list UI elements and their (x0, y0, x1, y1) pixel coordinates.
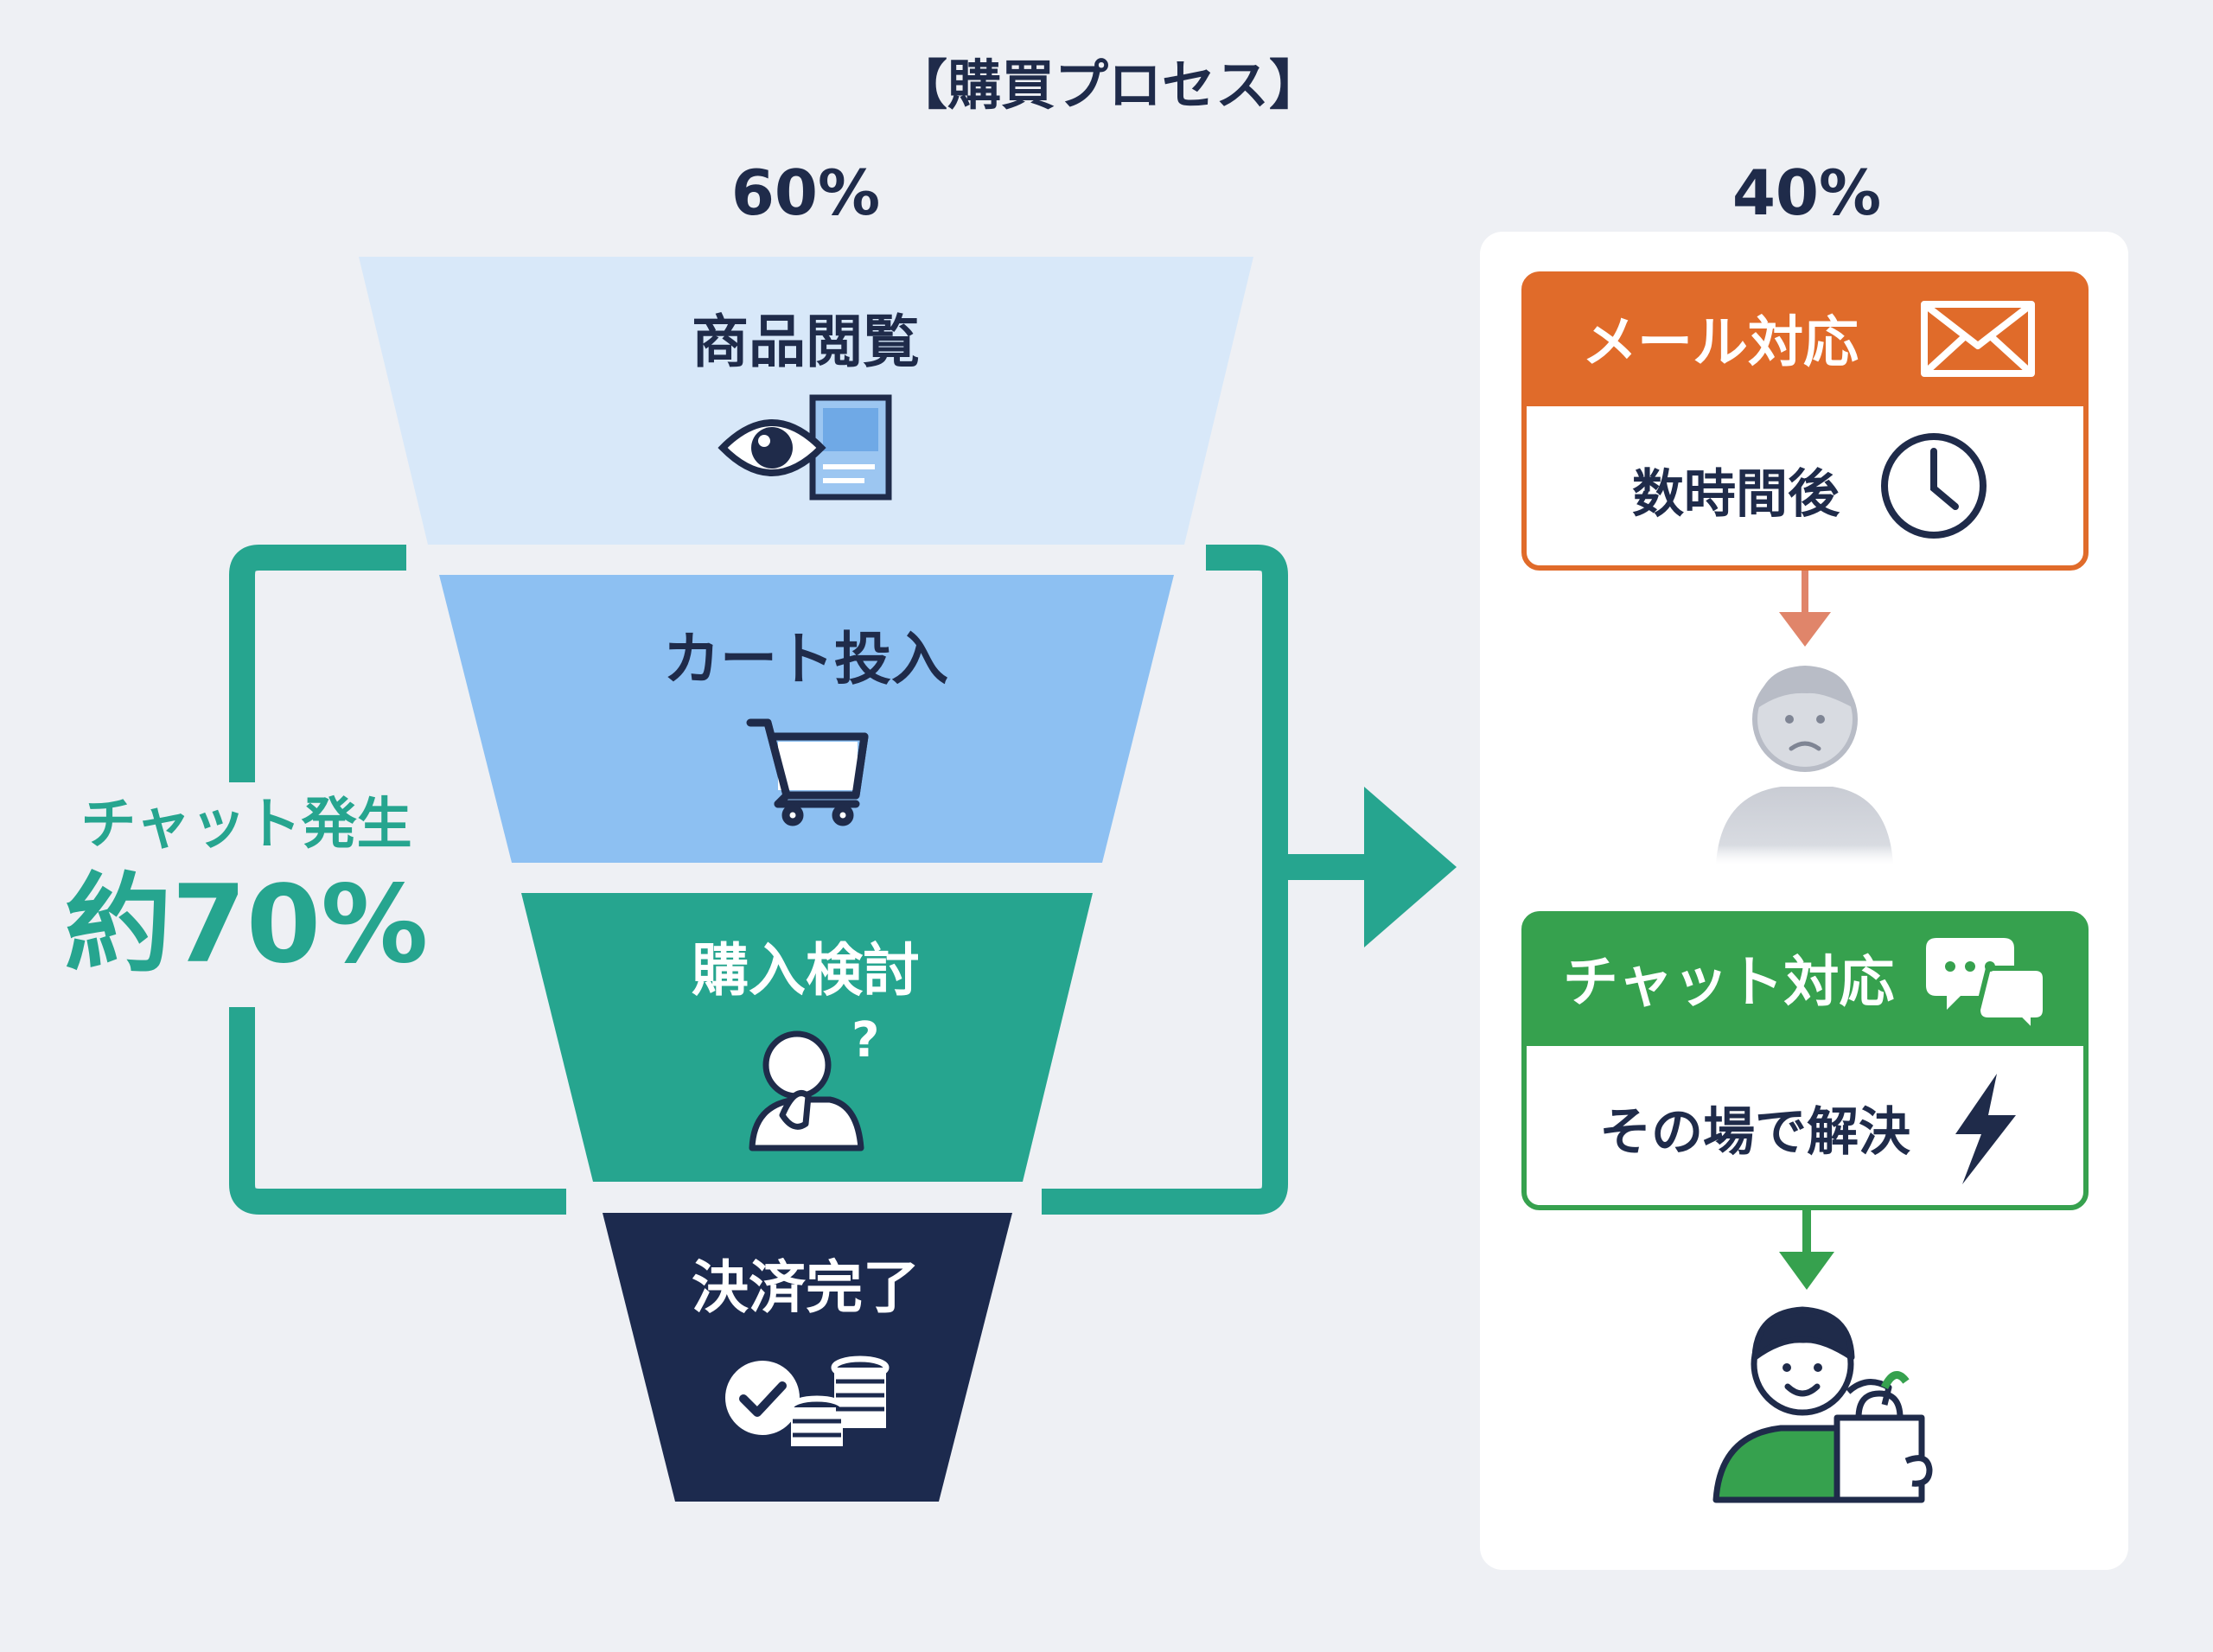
lightning-icon (1955, 1074, 2016, 1184)
check-coins-icon (725, 1355, 890, 1446)
happy-shopper-icon (1712, 1306, 1933, 1503)
chat-occurrence-value: 約70% (65, 863, 429, 987)
mail-header-label: メール対応 (1582, 311, 1859, 375)
svg-text:?: ? (851, 1012, 879, 1068)
chat-occurrence-label: チャット発生 (80, 793, 411, 857)
chat-header-label: チャット対応 (1563, 951, 1894, 1015)
chat-bubbles-icon (1926, 938, 2048, 1039)
clock-icon (1881, 433, 1987, 539)
right-panel-percent: 40% (1732, 156, 1881, 229)
bracket-arrow-shaft (1275, 854, 1370, 880)
funnel-stage-2 (439, 575, 1174, 863)
funnel-percent: 60% (731, 156, 880, 229)
funnel-stage-4-label: 決済完了 (692, 1254, 920, 1321)
mail-arrow-shaft (1802, 571, 1808, 614)
mail-body-label: 数時間後 (1632, 464, 1840, 525)
envelope-icon (1921, 301, 2035, 377)
sad-person-icon (1716, 666, 1893, 864)
funnel-stage-1-label: 商品閲覧 (692, 309, 920, 375)
bracket-arrow-head (1364, 787, 1457, 947)
funnel-stage-1 (359, 257, 1253, 545)
thinking-person-icon: ? (749, 1012, 879, 1151)
shopping-cart-icon (746, 718, 869, 826)
mail-arrow-head (1779, 612, 1831, 647)
diagram-title: 【購買プロセス】 (894, 54, 1323, 117)
funnel-stage-2-label: カート投入 (663, 626, 948, 692)
chat-arrow-head (1779, 1252, 1834, 1290)
chat-body-label: その場で解決 (1599, 1102, 1910, 1163)
funnel-stage-3-label: 購入検討 (692, 937, 920, 1004)
funnel-stage-4 (603, 1213, 1012, 1502)
chat-arrow-shaft (1802, 1210, 1811, 1255)
eye-document-icon (717, 394, 892, 501)
